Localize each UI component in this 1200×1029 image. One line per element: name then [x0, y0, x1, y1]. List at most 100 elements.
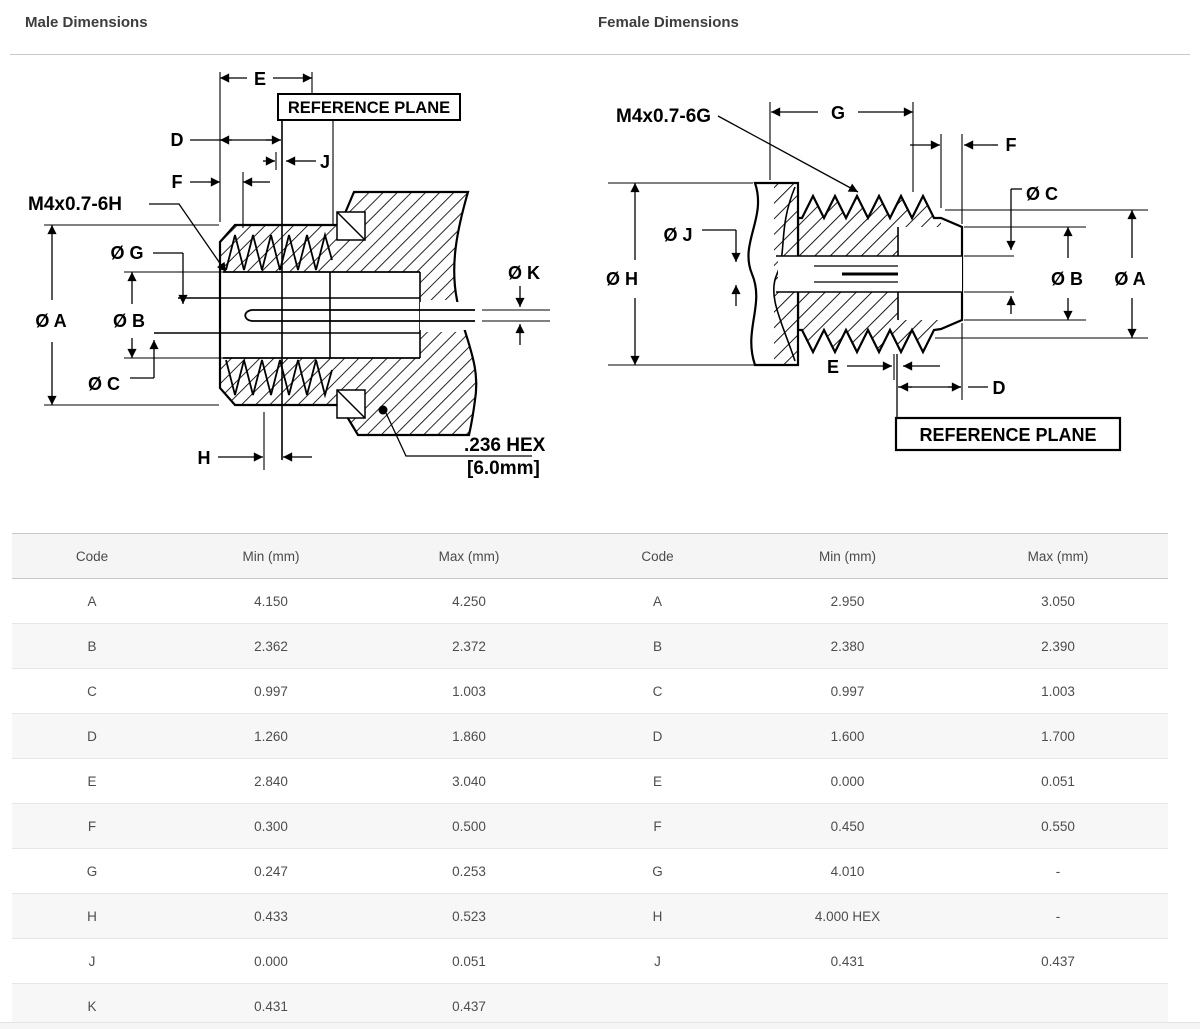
- table-cell: 1.260: [172, 713, 370, 759]
- table-cell: 1.860: [370, 713, 568, 759]
- female-dim-label-e: E: [827, 357, 839, 377]
- table-cell: K: [12, 983, 172, 1029]
- hex-leader-dot: [378, 405, 388, 415]
- male-reference-plane-label: REFERENCE PLANE: [288, 99, 450, 117]
- male-hex-note-line1: .236 HEX: [464, 435, 546, 456]
- table-cell: [747, 983, 948, 1029]
- table-cell: C: [12, 668, 172, 714]
- table-cell: 0.500: [370, 803, 568, 849]
- table-cell: B: [568, 623, 747, 669]
- male-dim-label-d: D: [171, 130, 184, 150]
- table-cell: [948, 983, 1168, 1029]
- table-cell: [568, 983, 747, 1029]
- male-dim-label-e: E: [254, 69, 266, 89]
- male-connector-drawing: E REFERENCE PLANE D J F M4x0.7: [28, 69, 550, 479]
- table-cell: 0.997: [172, 668, 370, 714]
- table-cell: 0.997: [747, 668, 948, 714]
- male-dim-label-b: Ø B: [113, 311, 145, 331]
- table-cell: F: [568, 803, 747, 849]
- table-cell: 0.300: [172, 803, 370, 849]
- table-cell: -: [948, 848, 1168, 894]
- table-cell: 0.247: [172, 848, 370, 894]
- male-center-pin: [244, 309, 475, 322]
- table-cell: C: [568, 668, 747, 714]
- table-cell: 0.437: [948, 938, 1168, 984]
- table-cell: 0.437: [370, 983, 568, 1029]
- table-cell: 3.040: [370, 758, 568, 804]
- male-dim-label-a: Ø A: [35, 311, 66, 331]
- table-cell: -: [948, 893, 1168, 939]
- male-dim-label-h: H: [198, 448, 211, 468]
- table-cell: G: [12, 848, 172, 894]
- table-cell: 4.000 HEX: [747, 893, 948, 939]
- table-cell: 0.253: [370, 848, 568, 894]
- female-flange-break-curve: [772, 186, 796, 362]
- table-cell: 2.362: [172, 623, 370, 669]
- female-connector-drawing: M4x0.7-6G G F Ø C: [606, 102, 1148, 452]
- table-cell: 2.372: [370, 623, 568, 669]
- male-hex-note-line2: [6.0mm]: [467, 458, 540, 479]
- table-cell: E: [568, 758, 747, 804]
- male-dim-label-f: F: [172, 172, 183, 192]
- table-cell: 0.431: [172, 983, 370, 1029]
- table-cell: 3.050: [948, 578, 1168, 624]
- male-dim-label-k: Ø K: [508, 263, 540, 283]
- column-header: Min (mm): [172, 533, 370, 579]
- table-cell: 0.051: [370, 938, 568, 984]
- male-gasket-squares: [336, 211, 366, 419]
- table-cell: J: [568, 938, 747, 984]
- column-header: Code: [568, 533, 747, 579]
- table-cell: 0.051: [948, 758, 1168, 804]
- male-internal-threads: [225, 231, 333, 399]
- male-dimensions: E REFERENCE PLANE D J F M4x0.7: [28, 69, 550, 479]
- female-dim-label-c: Ø C: [1026, 184, 1058, 204]
- table-cell: 0.433: [172, 893, 370, 939]
- female-dim-label-h: Ø H: [606, 269, 638, 289]
- table-cell: B: [12, 623, 172, 669]
- female-dim-label-a: Ø A: [1114, 269, 1145, 289]
- table-cell: A: [12, 578, 172, 624]
- table-cell: 2.380: [747, 623, 948, 669]
- male-section-title: Male Dimensions: [25, 14, 148, 31]
- female-dim-label-f: F: [1006, 135, 1017, 155]
- table-cell: 4.250: [370, 578, 568, 624]
- female-dim-label-j: Ø J: [663, 225, 692, 245]
- table-cell: 0.450: [747, 803, 948, 849]
- table-cell: 0.523: [370, 893, 568, 939]
- table-cell: A: [568, 578, 747, 624]
- female-section-title: Female Dimensions: [598, 14, 739, 31]
- next-section-band: [0, 1022, 1200, 1029]
- male-dim-label-g: Ø G: [110, 243, 143, 263]
- table-cell: 0.431: [747, 938, 948, 984]
- table-cell: 1.003: [948, 668, 1168, 714]
- table-cell: J: [12, 938, 172, 984]
- female-reference-plane-label: REFERENCE PLANE: [919, 425, 1096, 445]
- table-cell: 4.010: [747, 848, 948, 894]
- table-cell: G: [568, 848, 747, 894]
- female-bore-lines: [776, 255, 962, 293]
- table-cell: 1.600: [747, 713, 948, 759]
- table-cell: E: [12, 758, 172, 804]
- female-thread-callout: M4x0.7-6G: [616, 106, 711, 127]
- table-cell: 0.000: [172, 938, 370, 984]
- table-cell: 2.390: [948, 623, 1168, 669]
- table-cell: 1.700: [948, 713, 1168, 759]
- male-dim-label-j: J: [320, 152, 330, 172]
- table-cell: D: [568, 713, 747, 759]
- table-cell: H: [12, 893, 172, 939]
- male-dim-label-c: Ø C: [88, 374, 120, 394]
- female-dimensions: M4x0.7-6G G F Ø C: [606, 102, 1148, 452]
- table-cell: F: [12, 803, 172, 849]
